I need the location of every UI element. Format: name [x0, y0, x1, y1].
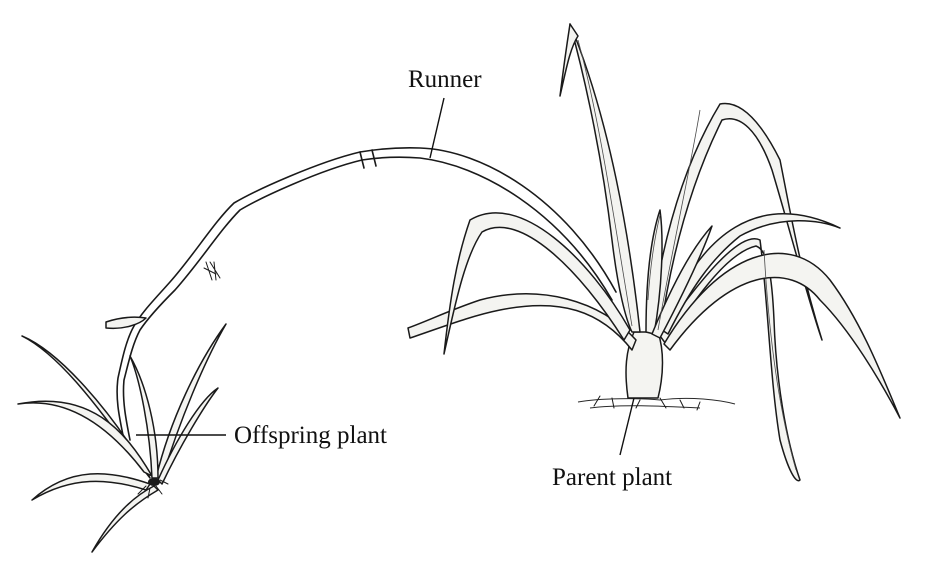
runner-leader-line	[429, 97, 445, 159]
offspring-plant	[17, 323, 227, 553]
label-parent: Parent plant	[552, 397, 672, 491]
label-offspring: Offspring plant	[136, 422, 387, 449]
parent-label: Parent plant	[552, 464, 672, 491]
parent-plant	[407, 23, 901, 482]
offspring-label: Offspring plant	[234, 422, 387, 449]
runner-stem	[105, 147, 617, 441]
parent-leader-line	[619, 397, 635, 456]
label-runner: Runner	[408, 66, 482, 159]
runner-label: Runner	[408, 66, 482, 93]
